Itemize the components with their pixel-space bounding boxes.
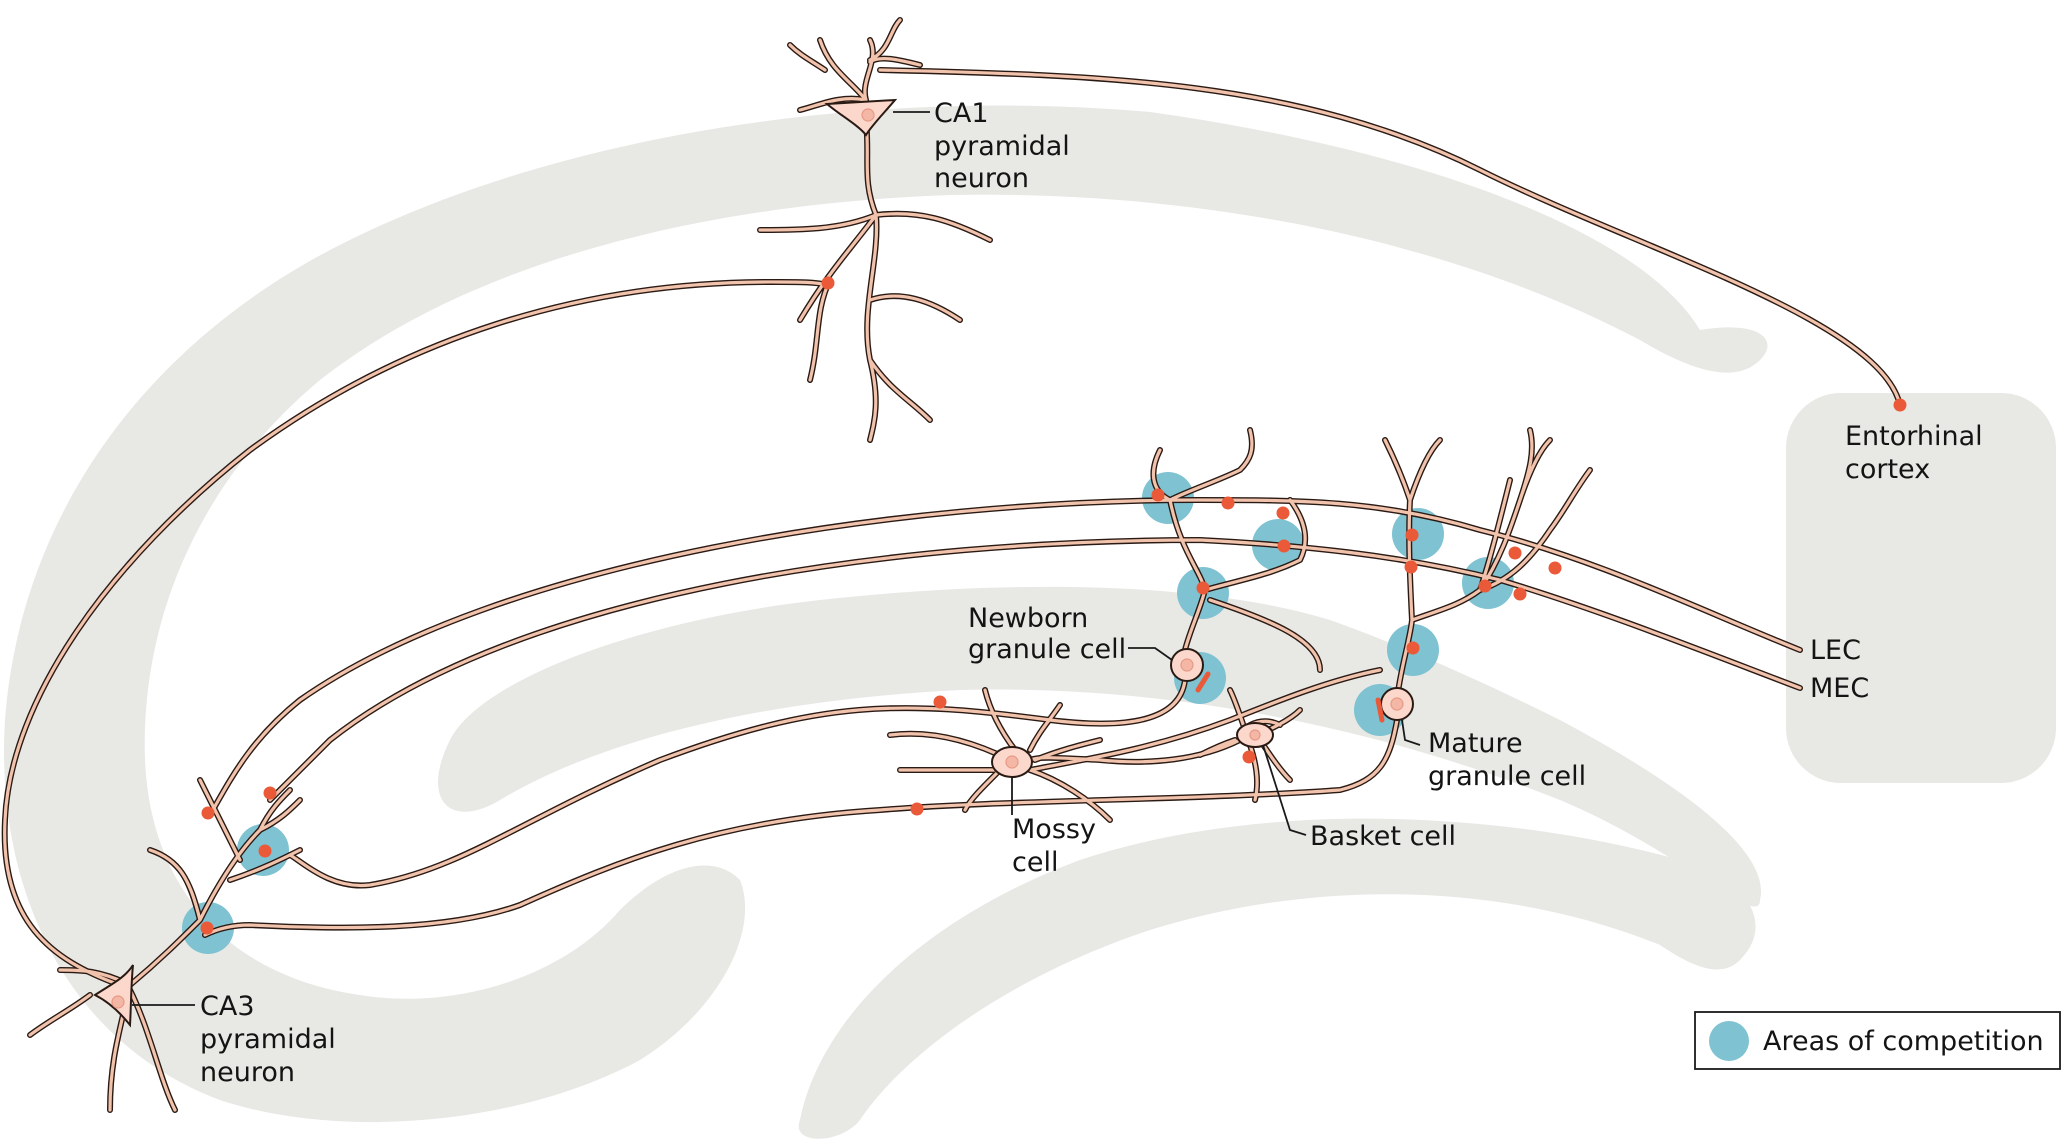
- basket-cell-soma: [1236, 722, 1274, 748]
- synapse-dot: [1406, 641, 1420, 655]
- legend: Areas of competition: [1694, 1011, 2061, 1070]
- lec-label: LEC: [1810, 635, 1861, 666]
- synapse-dot: [1478, 579, 1492, 593]
- inhibitory-synapse: [1195, 671, 1211, 693]
- neuronal-processes: [1, 17, 1903, 1113]
- mature-granule-soma: [1380, 687, 1414, 721]
- mec-fiber: [268, 538, 1802, 802]
- synapse-dot: [821, 276, 835, 290]
- synapse-dot: [1151, 488, 1165, 502]
- basket-label: Basket cell: [1310, 821, 1456, 852]
- synapse-dot: [1242, 750, 1256, 764]
- newborn-label: Newborn granule cell: [968, 603, 1126, 665]
- synapse-dot: [933, 695, 947, 709]
- entorhinal-label: Entorhinal cortex: [1845, 421, 1991, 485]
- mec-label: MEC: [1810, 673, 1869, 704]
- ca3-soma: [93, 964, 134, 1028]
- newborn-leader-line: [1128, 647, 1173, 661]
- synapse-dot: [1548, 561, 1562, 575]
- synapse-dot: [201, 806, 215, 820]
- inhibitory-synapse: [1375, 697, 1385, 723]
- ca3-label: CA3 pyramidal neuron: [200, 991, 344, 1088]
- ca1-dendrite-outline: [787, 17, 923, 113]
- mossy-cell-soma: [991, 746, 1033, 778]
- synapse-dot: [1405, 528, 1419, 542]
- ca3-dendrite: [28, 778, 302, 1112]
- schaffer-collateral: [3, 280, 830, 987]
- legend-box: [1694, 1011, 2061, 1070]
- basket-cell-axon: [1028, 738, 1242, 764]
- synapse-dot: [1276, 506, 1290, 520]
- basket-leader-line: [1262, 744, 1307, 836]
- synapse-dot: [200, 921, 214, 935]
- synapse-dot: [1508, 546, 1522, 560]
- newborn-granule-soma: [1170, 648, 1204, 682]
- dentate-outer-band: [798, 818, 1756, 1139]
- mossy-cell-axon: [1028, 668, 1382, 772]
- mature-mossy-fiber: [203, 718, 1399, 937]
- synapse-dot: [1513, 587, 1527, 601]
- ca1-label: CA1 pyramidal neuron: [934, 98, 1078, 194]
- mature-leader-line: [1401, 719, 1421, 746]
- ca1-dendrite: [788, 18, 922, 112]
- basket-cell-dendrite: [1198, 688, 1302, 802]
- entorhinal-cortex-region: [1786, 393, 2056, 783]
- competition-circle-icon: [1709, 1021, 1749, 1061]
- mossy-cell-dendrite: [888, 688, 1112, 822]
- cell-bodies: [93, 98, 1414, 1028]
- labels: CA1 pyramidal neuron CA3 pyramidal neuro…: [132, 98, 1991, 1088]
- synapse-dot: [263, 786, 277, 800]
- inhibitory-synapses: [1195, 671, 1385, 723]
- ca1-soma: [824, 98, 898, 137]
- synapse-dot: [1277, 539, 1291, 553]
- synapse-dot: [910, 802, 924, 816]
- newborn-mossy-fiber: [288, 678, 1187, 888]
- ca1-basal-dendrite: [758, 118, 992, 442]
- synapses: [200, 276, 1907, 935]
- mature-label: Mature granule cell: [1428, 728, 1586, 792]
- synapse-dot: [1404, 560, 1418, 574]
- ca1-to-ec-axon: [878, 68, 1902, 407]
- synapse-dot: [1221, 496, 1235, 510]
- cornu-ammonis-band: [4, 105, 1768, 1123]
- synapse-dot: [1196, 581, 1210, 595]
- lec-fiber: [208, 498, 1802, 817]
- synapse-dot: [1893, 398, 1907, 412]
- legend-label: Areas of competition: [1763, 1026, 2044, 1057]
- synapse-dot: [258, 844, 272, 858]
- mossy-label: Mossy cell: [1012, 814, 1105, 878]
